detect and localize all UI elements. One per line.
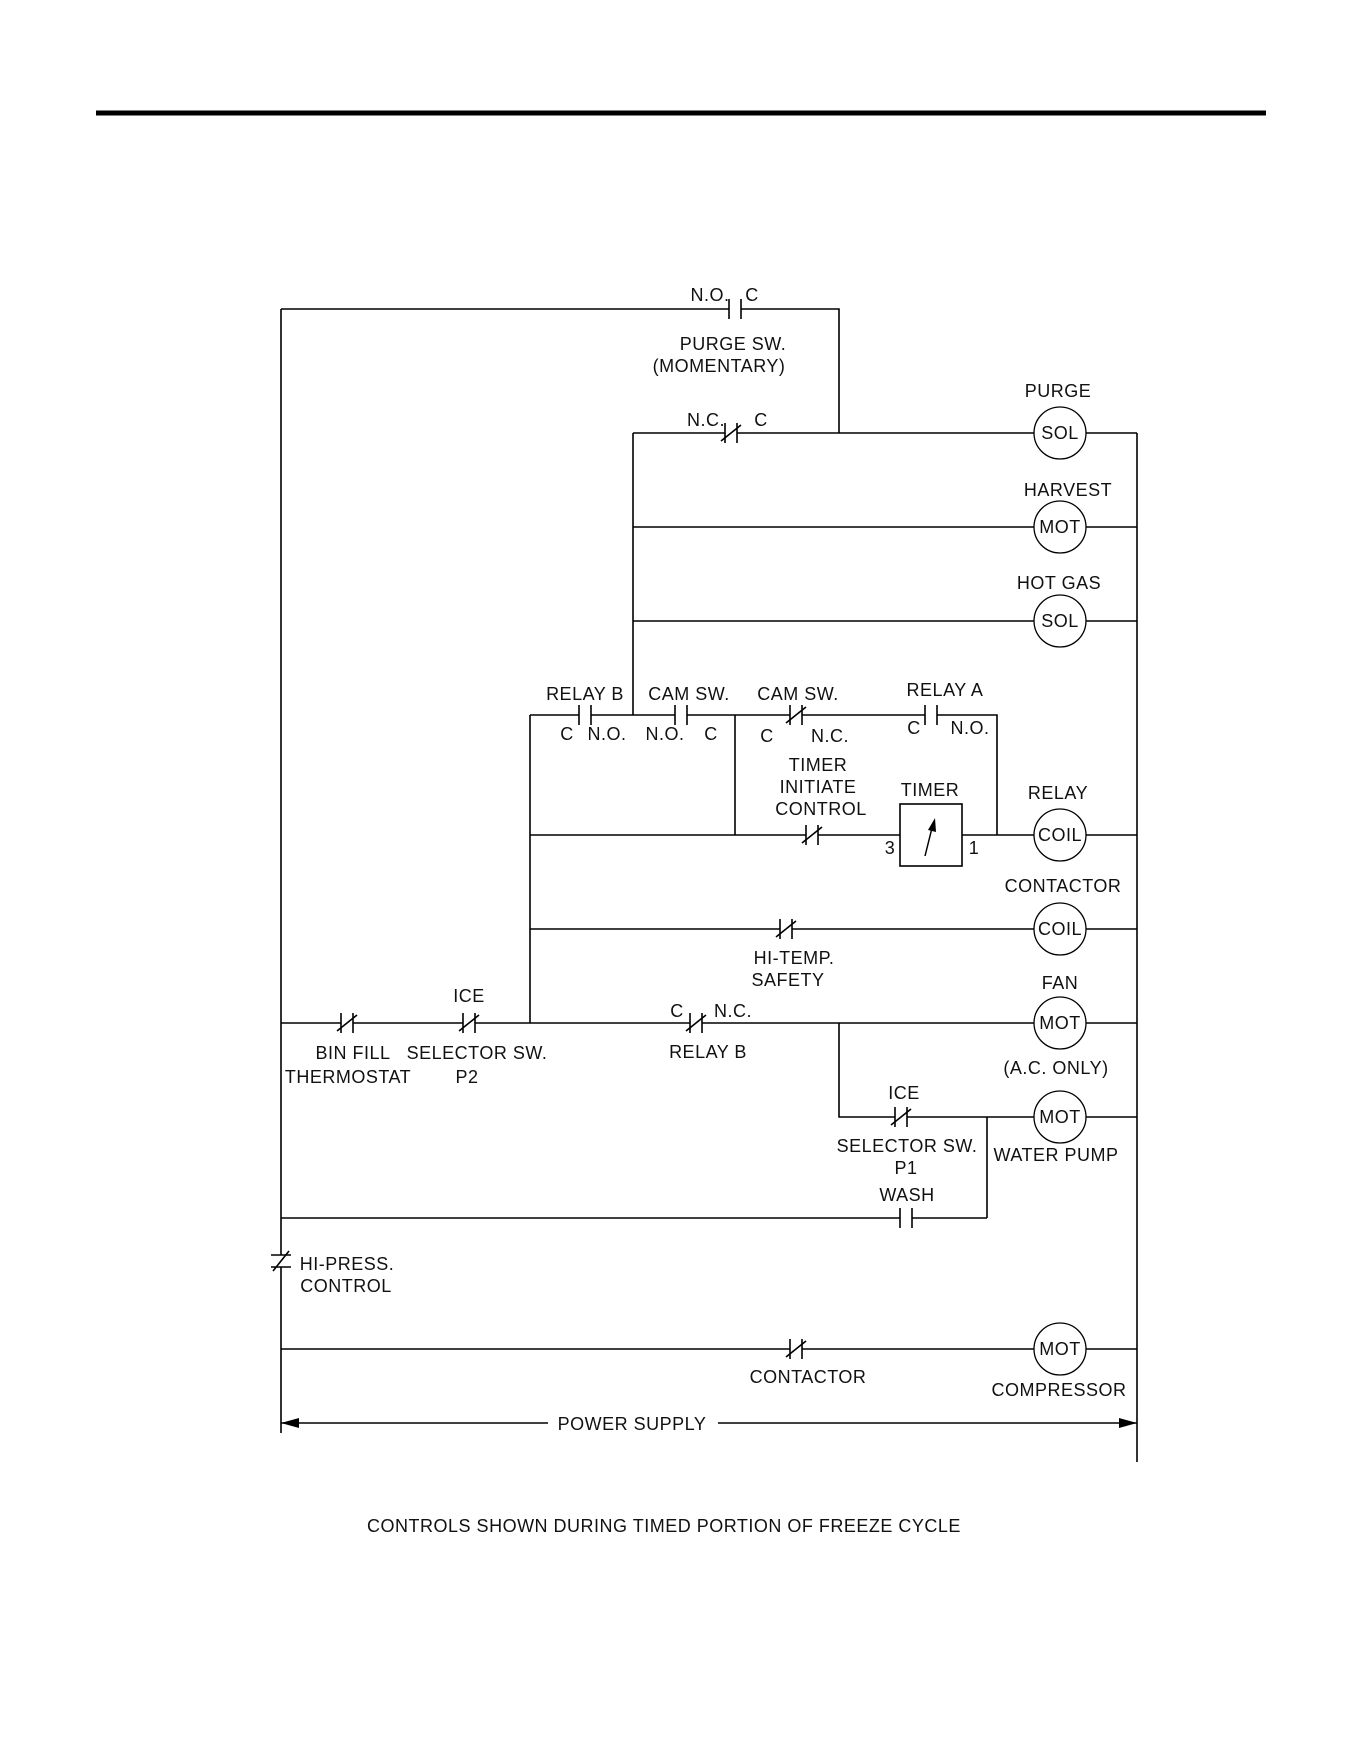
relay-label: RELAY [1028,783,1088,803]
relay-b-nc-terminal-nc: N.C. [714,1001,752,1021]
purge-label: PURGE [1025,381,1092,401]
cam-sw-nc-contact [785,705,807,725]
compressor-motor-symbol [1033,1322,1087,1376]
purge-switch-label: PURGE SW. [680,334,787,354]
harvest-motor-symbol [1033,500,1087,554]
purge-switch-terminal-c: C [745,285,759,305]
fan-motor-symbol [1033,996,1087,1050]
cam-sw-no-contact [674,705,688,725]
bin-fill-line2: THERMOSTAT [285,1067,411,1087]
bin-fill-line1: BIN FILL [315,1043,390,1063]
relay-b-terminal-c: C [560,724,574,744]
water-pump-rung-wire [838,1023,1137,1118]
ice-selector-p2-contact [458,1013,480,1033]
ice-selector-p1-line1: SELECTOR SW. [837,1136,978,1156]
purge-switch-terminal-no: N.O. [690,285,729,305]
ice-selector-p2-line2: P2 [455,1067,478,1087]
harvest-symbol-text: MOT [1039,517,1081,537]
hot-gas-solenoid-symbol [1033,594,1087,648]
relay-coil-symbol [1033,808,1087,862]
power-supply-label: POWER SUPPLY [558,1414,707,1434]
purge-nc-terminal-nc: N.C. [687,410,725,430]
purge-nc-terminal-c: C [754,410,768,430]
ice-selector-p1-contact [890,1107,912,1127]
timer-initiate-contact [801,825,823,845]
arrow-right-icon [1119,1418,1137,1428]
timer-initiate-line1: TIMER [789,755,848,775]
hot-gas-label: HOT GAS [1017,573,1101,593]
ice-selector-p2-line1: SELECTOR SW. [407,1043,548,1063]
timer-initiate-line3: CONTROL [775,799,867,819]
hi-temp-safety-contact [775,919,797,939]
relay-b-nc-terminal-c: C [670,1001,684,1021]
cam-sw-nc-terminal-c: C [760,726,774,746]
water-pump-motor-symbol [1033,1090,1087,1144]
relay-cam-row-wire [530,714,998,835]
fan-note: (A.C. ONLY) [1003,1058,1108,1078]
wash-label: WASH [879,1185,934,1205]
contacts [271,299,938,1359]
relay-b-terminal-no: N.O. [587,724,626,744]
hi-press-line1: HI-PRESS. [300,1254,395,1274]
timer-initiate-line2: INITIATE [780,777,857,797]
relay-b-no-contact [578,705,592,725]
timer-pointer-icon [928,818,936,832]
relay-symbol-text: COIL [1038,825,1082,845]
wiring [280,308,1138,1462]
diagram-caption: CONTROLS SHOWN DURING TIMED PORTION OF F… [367,1516,961,1536]
purge-symbol-text: SOL [1041,423,1079,443]
contactor-symbol-text: COIL [1038,919,1082,939]
hi-press-line2: CONTROL [300,1276,392,1296]
relay-b-nc-contact [685,1013,707,1033]
relay-a-terminal-c: C [907,718,921,738]
timer-terminal-3: 3 [885,838,896,858]
contactor-contact [785,1339,807,1359]
contactor-coil-symbol [1033,902,1087,956]
relay-b-nc-label: RELAY B [669,1042,747,1062]
cam-sw-no-terminal-c: C [704,724,718,744]
hi-press-contact [271,1250,291,1272]
purge-switch-contact [728,299,742,319]
wash-contact [899,1208,913,1228]
water-pump-label: WATER PUMP [994,1145,1119,1165]
cam-sw-no-label: CAM SW. [648,684,730,704]
compressor-label: COMPRESSOR [991,1380,1126,1400]
purge-solenoid-symbol [1033,406,1087,460]
fan-label: FAN [1042,973,1079,993]
ice-selector-p1-top: ICE [888,1083,920,1103]
cam-sw-no-terminal-no: N.O. [645,724,684,744]
relay-a-contact [924,705,938,725]
fan-symbol-text: MOT [1039,1013,1081,1033]
timer-label: TIMER [901,780,960,800]
timer-terminal-1: 1 [969,838,980,858]
load-symbols [1033,406,1087,1376]
relay-a-label: RELAY A [907,680,984,700]
labels: SOL MOT SOL COIL COIL MOT MOT MOT PURGE … [285,285,1126,1536]
hi-temp-line2: SAFETY [751,970,824,990]
cam-sw-nc-label: CAM SW. [757,684,839,704]
relay-a-terminal-no: N.O. [950,718,989,738]
water-pump-symbol-text: MOT [1039,1107,1081,1127]
purge-switch-momentary: (MOMENTARY) [653,356,786,376]
ice-selector-p2-top: ICE [453,986,485,1006]
hi-temp-line1: HI-TEMP. [754,948,835,968]
cam-sw-nc-terminal-nc: N.C. [811,726,849,746]
compressor-symbol-text: MOT [1039,1339,1081,1359]
timer-box [899,803,963,867]
contactor-contact-label: CONTACTOR [750,1367,867,1387]
purge-nc-contact [720,423,742,443]
harvest-label: HARVEST [1024,480,1112,500]
ice-selector-p1-line2: P1 [894,1158,917,1178]
hot-gas-symbol-text: SOL [1041,611,1079,631]
contactor-label: CONTACTOR [1005,876,1122,896]
arrow-left-icon [281,1418,299,1428]
power-supply-line [281,1418,1137,1428]
relay-b-label: RELAY B [546,684,624,704]
purge-switch-wire [281,308,840,433]
bin-fill-contact [336,1013,358,1033]
